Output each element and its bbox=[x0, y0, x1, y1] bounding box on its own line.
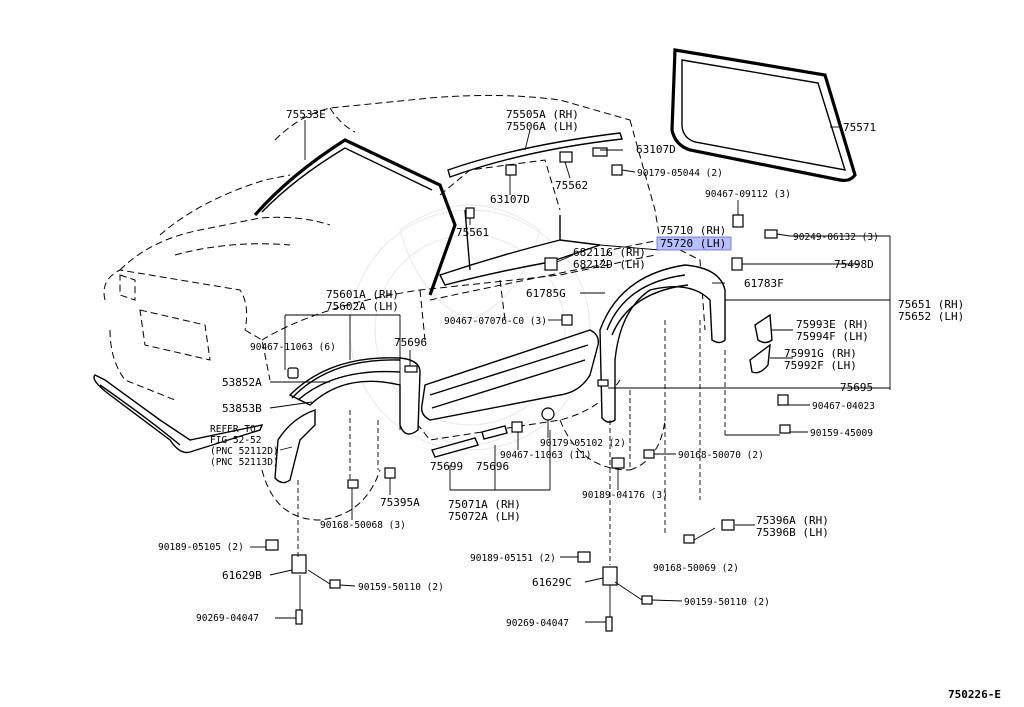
front-fender-flare bbox=[288, 357, 421, 435]
label-refer-1: REFER TO bbox=[210, 424, 256, 435]
label-75602A: 75602A (LH) bbox=[326, 300, 399, 313]
label-61629B: 61629B bbox=[222, 569, 262, 582]
label-61785G: 61785G bbox=[526, 287, 566, 300]
label-75072A: 75072A (LH) bbox=[448, 510, 521, 523]
rear-flare-end-pieces bbox=[749, 313, 773, 374]
label-75561: 75561 bbox=[456, 226, 489, 239]
windshield-molding bbox=[253, 138, 457, 296]
label-75071A: 75071A (RH) bbox=[448, 498, 521, 511]
side-trim-pieces bbox=[431, 425, 508, 458]
label-75720: 75720 (LH) bbox=[660, 237, 726, 250]
label-53853B: 53853B bbox=[222, 402, 262, 415]
front-mudguard bbox=[274, 409, 316, 484]
label-75992F: 75992F (LH) bbox=[784, 359, 857, 372]
label-90269-04047-a: 90269-04047 bbox=[196, 613, 259, 624]
label-75562: 75562 bbox=[555, 179, 588, 192]
label-90179-05044: 90179-05044 (2) bbox=[637, 168, 723, 179]
label-75696-a: 75696 bbox=[394, 336, 427, 349]
label-90159-45009: 90159-45009 bbox=[810, 428, 873, 439]
label-63107D-bottom: 63107D bbox=[490, 193, 530, 206]
label-63107D-top: 63107D bbox=[636, 143, 676, 156]
label-90249-06132: 90249-06132 (3) bbox=[793, 232, 879, 243]
label-90269-04047-b: 90269-04047 bbox=[506, 618, 569, 629]
label-refer-3: (PNC 52112D) bbox=[210, 446, 279, 457]
roof-molding bbox=[447, 132, 623, 178]
label-61783F: 61783F bbox=[744, 277, 784, 290]
label-90467-09112: 90467-09112 (3) bbox=[705, 189, 791, 200]
label-75993E: 75993E (RH) bbox=[796, 318, 869, 331]
label-90467-11063-11: 90467-11063 (11) bbox=[500, 450, 592, 461]
label-75505A: 75505A (RH) bbox=[506, 108, 579, 121]
front-bumper bbox=[93, 374, 264, 454]
fasteners bbox=[265, 147, 791, 632]
label-90168-50068: 90168-50068 (3) bbox=[320, 520, 406, 531]
label-75571: 75571 bbox=[843, 121, 876, 134]
label-75395A: 75395A bbox=[380, 496, 420, 509]
label-75991G: 75991G (RH) bbox=[784, 347, 857, 360]
label-68211G: 68211G (RH) bbox=[573, 246, 646, 259]
label-90159-50110-a: 90159-50110 (2) bbox=[358, 582, 444, 593]
label-75533E: 75533E bbox=[286, 108, 326, 121]
vehicle-body-outline bbox=[103, 94, 706, 521]
label-refer-2: FIG 52-52 bbox=[210, 435, 261, 446]
label-90179-05102: 90179-05102 (2) bbox=[540, 438, 626, 449]
label-90189-04176: 90189-04176 (3) bbox=[582, 490, 668, 501]
label-75710: 75710 (RH) bbox=[660, 224, 726, 237]
label-75396B: 75396B (LH) bbox=[756, 526, 829, 539]
leader-lines bbox=[250, 120, 891, 623]
highlight-75720 bbox=[656, 236, 732, 251]
part-labels: 75533E 75505A (RH) 75506A (LH) 63107D 90… bbox=[158, 108, 964, 629]
label-90467-04023: 90467-04023 bbox=[812, 401, 875, 412]
label-90168-50069: 90168-50069 (2) bbox=[653, 563, 739, 574]
label-75695: 75695 bbox=[840, 381, 873, 394]
label-90189-05105: 90189-05105 (2) bbox=[158, 542, 244, 553]
label-75506A: 75506A (LH) bbox=[506, 120, 579, 133]
rear-fender-flare bbox=[599, 264, 726, 423]
diagram-number: 750226-E bbox=[948, 688, 1001, 701]
label-53852A: 53852A bbox=[222, 376, 262, 389]
label-90168-50070: 90168-50070 (2) bbox=[678, 450, 764, 461]
label-90189-05151: 90189-05151 (2) bbox=[470, 553, 556, 564]
label-68212D: 68212D (LH) bbox=[573, 258, 646, 271]
label-75601A: 75601A (RH) bbox=[326, 288, 399, 301]
quarter-window-weatherstrip bbox=[670, 48, 857, 183]
label-75994F: 75994F (LH) bbox=[796, 330, 869, 343]
label-75699: 75699 bbox=[430, 460, 463, 473]
label-75652: 75652 (LH) bbox=[898, 310, 964, 323]
label-75498D: 75498D bbox=[834, 258, 874, 271]
label-75396A: 75396A (RH) bbox=[756, 514, 829, 527]
side-rocker-molding bbox=[420, 329, 600, 421]
label-refer-4: (PNC 52113D) bbox=[210, 457, 279, 468]
label-90467-07076: 90467-07076-C0 (3) bbox=[444, 316, 547, 327]
label-61629C: 61629C bbox=[532, 576, 572, 589]
label-90467-11063-6: 90467-11063 (6) bbox=[250, 342, 336, 353]
label-75696-b: 75696 bbox=[476, 460, 509, 473]
label-75651: 75651 (RH) bbox=[898, 298, 964, 311]
label-90159-50110-b: 90159-50110 (2) bbox=[684, 597, 770, 608]
